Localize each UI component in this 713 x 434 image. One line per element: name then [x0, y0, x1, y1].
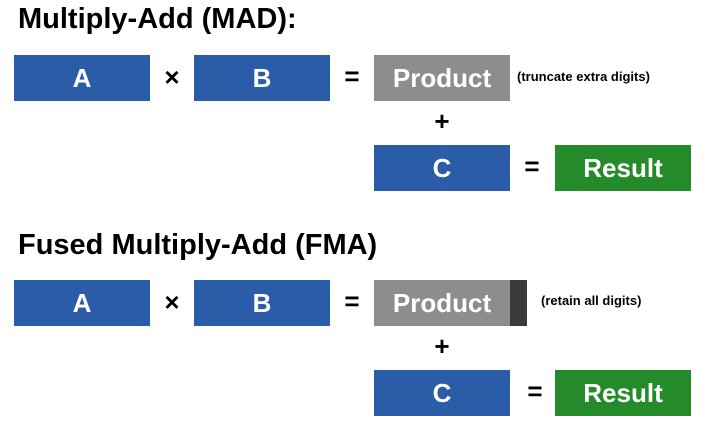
mad-operand-a-box: A [14, 55, 150, 101]
fma-result-equals-sign: = [527, 376, 543, 406]
mad-equals-sign: = [344, 61, 360, 91]
fma-operand-b-box: B [194, 280, 330, 326]
mad-title: Multiply-Add (MAD): [18, 3, 297, 35]
fma-extra-digits-bar [510, 280, 527, 326]
fma-result-box: Result [555, 370, 691, 416]
mad-truncate-note: (truncate extra digits) [517, 69, 650, 84]
mad-times-sign: × [164, 62, 180, 92]
mad-plus-sign: + [434, 106, 450, 136]
fma-product-box: Product [374, 280, 510, 326]
fma-equals-sign: = [344, 286, 360, 316]
mad-operand-b-box: B [194, 55, 330, 101]
fma-operand-c-box: C [374, 370, 510, 416]
fma-retain-note: (retain all digits) [541, 293, 642, 308]
mad-operand-c-box: C [374, 145, 510, 191]
mad-product-box: Product [374, 55, 510, 101]
fma-title: Fused Multiply-Add (FMA) [18, 229, 378, 261]
fma-times-sign: × [164, 287, 180, 317]
fma-plus-sign: + [434, 331, 450, 361]
mad-result-box: Result [555, 145, 691, 191]
mad-result-equals-sign: = [524, 151, 540, 181]
fma-operand-a-box: A [14, 280, 150, 326]
